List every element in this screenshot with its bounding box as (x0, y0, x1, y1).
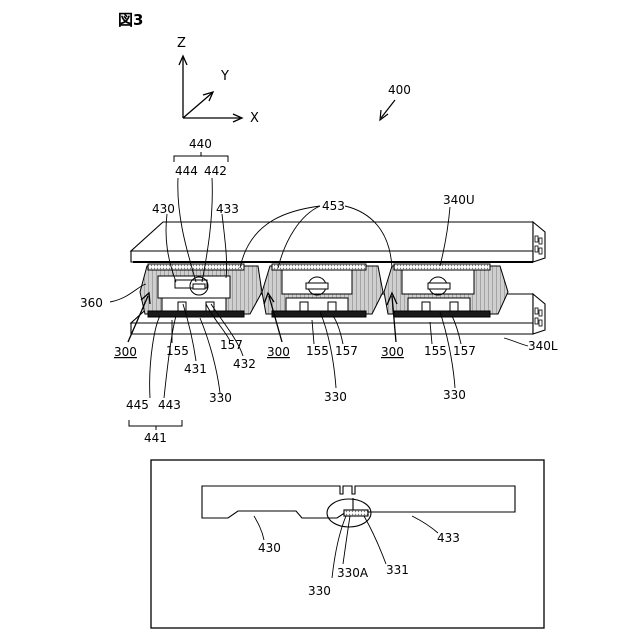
figure-title: 図3 (118, 11, 143, 29)
ref-444-label: 444 (175, 164, 198, 178)
ref-157-right-label: 157 (453, 344, 476, 358)
brace-441 (129, 420, 182, 430)
detail-ref-331-label: 331 (386, 563, 409, 577)
ref-400-label: 400 (388, 83, 411, 97)
ref-330-left-label: 330 (209, 391, 232, 405)
ref-441-label: 441 (144, 431, 167, 445)
ref-300-middle-label: 300 (267, 345, 290, 359)
cell-300-right (384, 264, 508, 317)
ref-440-label: 440 (189, 137, 212, 151)
ref-155-right-label: 155 (424, 344, 447, 358)
ref-300-right-label: 300 (381, 345, 404, 359)
ref-445-label: 445 (126, 398, 149, 412)
ref-157-middle-label: 157 (335, 344, 358, 358)
ref-330-right-label: 330 (443, 388, 466, 402)
cell-300-middle (262, 264, 383, 317)
ref-300-left-label: 300 (114, 345, 137, 359)
detail-ref-433-label: 433 (437, 531, 460, 545)
axis-z-label: Z (177, 36, 186, 51)
ref-443-label: 443 (158, 398, 181, 412)
ref-432-label: 432 (233, 357, 256, 371)
ref-157-left-label: 157 (220, 338, 243, 352)
detail-ref-330A-label: 330A (337, 566, 369, 580)
upper-plate-340U (131, 222, 545, 262)
ref-400-arrow (380, 100, 395, 120)
brace-440 (174, 152, 228, 162)
ref-155-left-label: 155 (166, 344, 189, 358)
ref-453-label: 453 (322, 199, 345, 213)
axis-y-label: Y (220, 69, 229, 84)
ref-155-middle-label: 155 (306, 344, 329, 358)
ref-340U-label: 340U (443, 193, 475, 207)
detail-ref-430-label: 430 (258, 541, 281, 555)
ref-330-middle-label: 330 (324, 390, 347, 404)
coordinate-axes-icon (179, 56, 242, 122)
ref-431-label: 431 (184, 362, 207, 376)
cell-300-left (140, 264, 262, 317)
detail-ref-330-label: 330 (308, 584, 331, 598)
ref-433-label: 433 (216, 202, 239, 216)
ref-430-label: 430 (152, 202, 175, 216)
ref-360-label: 360 (80, 296, 103, 310)
ref-340L-label: 340L (528, 339, 558, 353)
ref-442-label: 442 (204, 164, 227, 178)
detail-box (151, 460, 544, 628)
axis-x-label: X (250, 111, 259, 126)
